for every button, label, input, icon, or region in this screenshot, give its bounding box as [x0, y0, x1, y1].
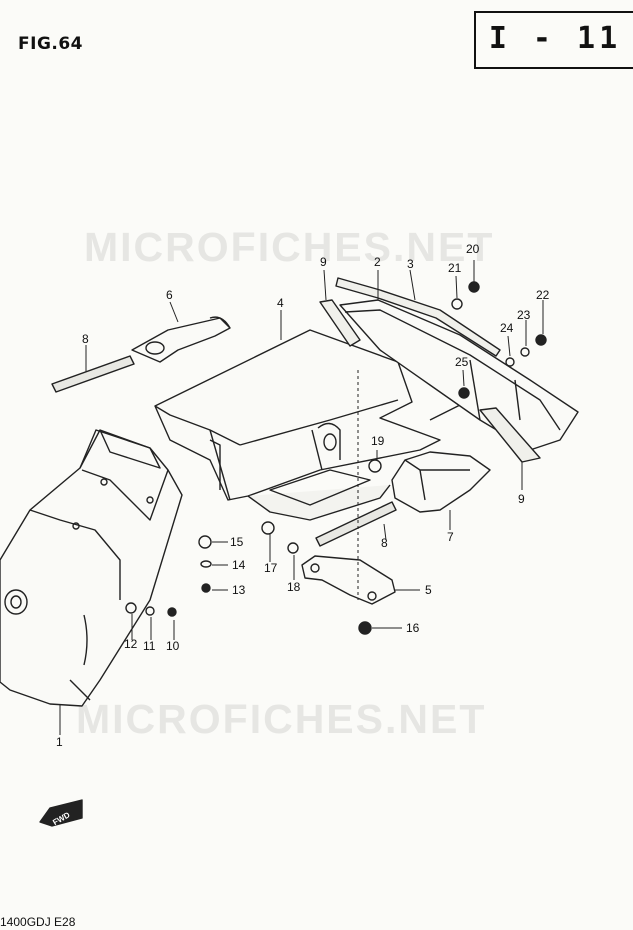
callout-14: 14	[232, 558, 246, 572]
callout-7: 7	[447, 530, 454, 544]
callout-6: 6	[166, 288, 173, 302]
callout-9-top: 9	[320, 255, 327, 269]
part-strip-8-right	[315, 501, 397, 547]
section-number: I - 11	[488, 21, 622, 56]
callout-4: 4	[277, 296, 284, 310]
part-right-trim-9	[479, 407, 541, 463]
callout-1: 1	[56, 735, 63, 749]
callout-5: 5	[425, 583, 432, 597]
part-bracket-5	[301, 555, 396, 605]
callout-15: 15	[230, 535, 244, 549]
callout-21: 21	[448, 261, 462, 275]
callout-16: 16	[406, 621, 420, 635]
callout-19: 19	[371, 434, 385, 448]
leader-lines	[59, 260, 544, 735]
callout-2: 2	[374, 255, 381, 269]
callout-20: 20	[466, 242, 480, 256]
fwd-arrow-shape	[39, 799, 83, 827]
callout-9-bottom: 9	[518, 492, 525, 506]
section-box: I - 11	[474, 11, 633, 69]
part-strip-8-left	[51, 355, 135, 393]
part-bracket-6	[131, 317, 231, 363]
figure-title: FIG.64	[18, 34, 84, 54]
callout-10: 10	[166, 639, 180, 653]
fasteners	[125, 281, 547, 635]
callout-24: 24	[500, 321, 514, 335]
callout-17: 17	[264, 561, 278, 575]
part-left-trim-9	[319, 299, 361, 347]
callout-13: 13	[232, 583, 246, 597]
callout-22: 22	[536, 288, 550, 302]
part-rail-bar	[335, 277, 501, 357]
callout-8-left: 8	[82, 332, 89, 346]
callout-18: 18	[287, 580, 301, 594]
callout-3: 3	[407, 257, 414, 271]
model-code: 1400GDJ E28	[0, 915, 76, 929]
watermark-bottom: MICROFICHES.NET	[76, 696, 487, 742]
callout-12: 12	[124, 637, 138, 651]
part-rear-fender	[0, 429, 183, 707]
callout-11: 11	[143, 639, 156, 653]
callout-23: 23	[517, 308, 531, 322]
watermark-top: MICROFICHES.NET	[84, 224, 495, 270]
callout-8-right: 8	[381, 536, 388, 550]
callout-25: 25	[455, 355, 469, 369]
